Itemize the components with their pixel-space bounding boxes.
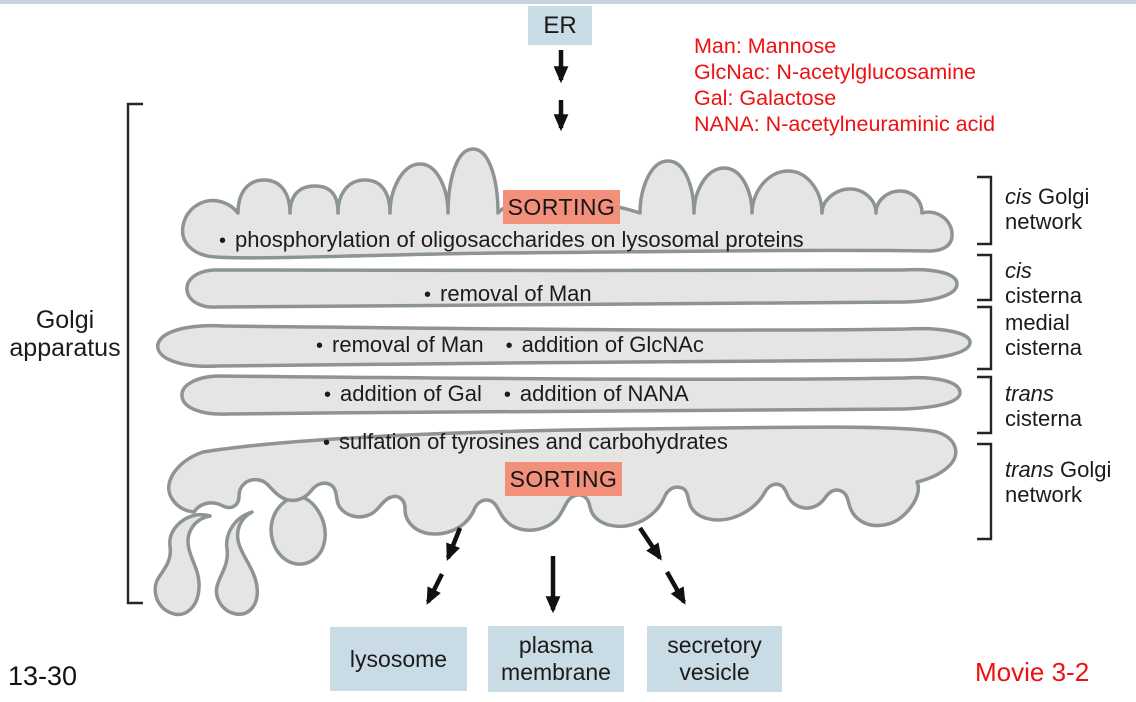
step-cis-golgi-network: • phosphorylation of oligosaccharides on …	[219, 227, 804, 253]
legend-line-man: Man: Mannose	[694, 34, 837, 58]
golgi-apparatus-bracket	[126, 102, 143, 605]
label-cis-golgi-network: cis Golgi network	[1005, 184, 1089, 234]
label-line2: network	[1005, 209, 1083, 234]
to-lysosome-arrow-seg1	[445, 527, 463, 561]
medial-cisterna-bracket	[977, 305, 993, 371]
legend-line-gal: Gal: Galactose	[694, 86, 837, 110]
bullet-icon: •	[324, 384, 332, 406]
top-border-strip	[0, 0, 1136, 4]
cis-golgi-network-bracket	[977, 175, 993, 246]
bullet-icon: •	[323, 432, 331, 454]
label-rest: Golgi	[1053, 457, 1112, 482]
legend-line-nana: NANA: N-acetylneuraminic acid	[694, 112, 996, 136]
sorting-bottom-label: SORTING	[509, 465, 618, 492]
sorting-box-top: SORTING	[503, 190, 620, 224]
label-cis-cisterna: cis cisterna	[1005, 258, 1082, 308]
cis-cisterna-bracket	[977, 253, 993, 302]
label-rest: medial	[1005, 310, 1070, 335]
bullet-icon: •	[503, 384, 511, 406]
label-rest: Golgi	[1031, 184, 1090, 209]
bullet-icon: •	[505, 335, 513, 357]
sorting-box-bottom: SORTING	[505, 462, 622, 496]
trans-cisterna-bracket	[977, 375, 993, 435]
step-tr2-text: addition of NANA	[519, 381, 689, 406]
cis-cisterna-shape	[185, 267, 959, 309]
movie-link-label: Movie 3-2	[975, 657, 1090, 687]
slide-number: 13-30	[8, 661, 78, 691]
trans-network-vesicle-blob-3	[153, 512, 212, 617]
label-italic: cis	[1005, 258, 1032, 283]
step-med1-text: removal of Man	[332, 332, 484, 357]
label-line2: cisterna	[1005, 335, 1083, 360]
label-trans-golgi-network: trans Golgi network	[1005, 457, 1111, 507]
legend-line-glcnac: GlcNac: N-acetylglucosamine	[694, 60, 976, 84]
bullet-icon: •	[316, 335, 324, 357]
step-tgn-text: sulfation of tyrosines and carbohydrates	[339, 429, 728, 454]
to-secretory-vesicle-arrow-seg1	[638, 526, 662, 561]
step-med2-text: addition of GlcNAc	[521, 332, 704, 357]
label-italic: trans	[1005, 381, 1054, 406]
er-box: ER	[528, 6, 592, 45]
trans-golgi-network-bracket	[977, 442, 993, 541]
step-cgn-text: phosphorylation of oligosaccharides on l…	[235, 227, 804, 252]
bullet-icon: •	[219, 230, 227, 252]
label-line2: network	[1005, 482, 1083, 507]
lysosome-box: lysosome	[330, 627, 467, 691]
plasma-membrane-label: plasma membrane	[501, 632, 611, 685]
trans-network-vesicle-blob-1	[269, 494, 327, 566]
step-medial-cisterna: • removal of Man • addition of GlcNAc	[316, 332, 704, 358]
label-trans-cisterna: trans cisterna	[1005, 381, 1082, 431]
label-italic: cis	[1005, 184, 1032, 209]
trans-cisterna-shape	[180, 374, 962, 416]
secretory-vesicle-box: secretory vesicle	[647, 626, 782, 692]
secretory-vesicle-label: secretory vesicle	[667, 632, 762, 685]
label-medial-cisterna: medial cisterna	[1005, 310, 1082, 360]
bullet-icon: •	[424, 284, 432, 306]
trans-network-vesicle-blob-2	[214, 510, 259, 616]
medial-cisterna-shape	[156, 323, 972, 369]
to-secretory-vesicle-arrow-seg2	[665, 570, 686, 605]
abbreviation-legend: Man: Mannose GlcNac: N-acetylglucosamine…	[694, 33, 995, 137]
to-lysosome-arrow-seg2	[425, 572, 445, 605]
label-italic: trans	[1005, 457, 1054, 482]
step-trans-cisterna: • addition of Gal • addition of NANA	[324, 381, 689, 407]
step-cis-cisterna: • removal of Man	[424, 281, 592, 307]
step-trans-golgi-network: • sulfation of tyrosines and carbohydrate…	[323, 429, 728, 455]
label-line2: cisterna	[1005, 283, 1083, 308]
step-cis-text: removal of Man	[440, 281, 592, 306]
label-line2: cisterna	[1005, 406, 1083, 431]
plasma-membrane-box: plasma membrane	[488, 626, 624, 692]
lysosome-label: lysosome	[349, 645, 448, 672]
step-tr1-text: addition of Gal	[340, 381, 482, 406]
sorting-top-label: SORTING	[507, 193, 616, 220]
golgi-apparatus-label: Golgi apparatus	[9, 306, 121, 362]
er-label: ER	[543, 12, 577, 39]
